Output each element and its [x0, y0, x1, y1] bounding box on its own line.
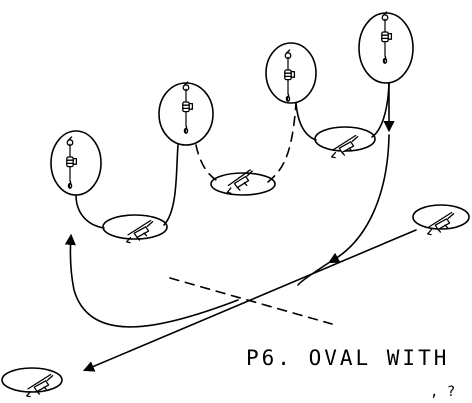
hover-station-3 — [265, 42, 317, 104]
hover-station-2 — [158, 81, 214, 146]
direction-arrow-icon — [68, 236, 74, 244]
flight-path — [64, 82, 417, 372]
hover-station-4 — [358, 11, 414, 84]
flight-oval-1 — [102, 214, 168, 245]
caption-fragment: , ? — [430, 384, 456, 400]
hover-station-1 — [50, 130, 102, 196]
dashed-transitions — [169, 102, 333, 325]
flight-oval-5 — [1, 367, 63, 399]
flight-oval-4 — [412, 204, 470, 237]
flight-oval-2 — [210, 168, 276, 196]
flight-oval-3 — [314, 126, 376, 160]
diagram-caption: P6. OVAL WITH — [246, 346, 450, 370]
